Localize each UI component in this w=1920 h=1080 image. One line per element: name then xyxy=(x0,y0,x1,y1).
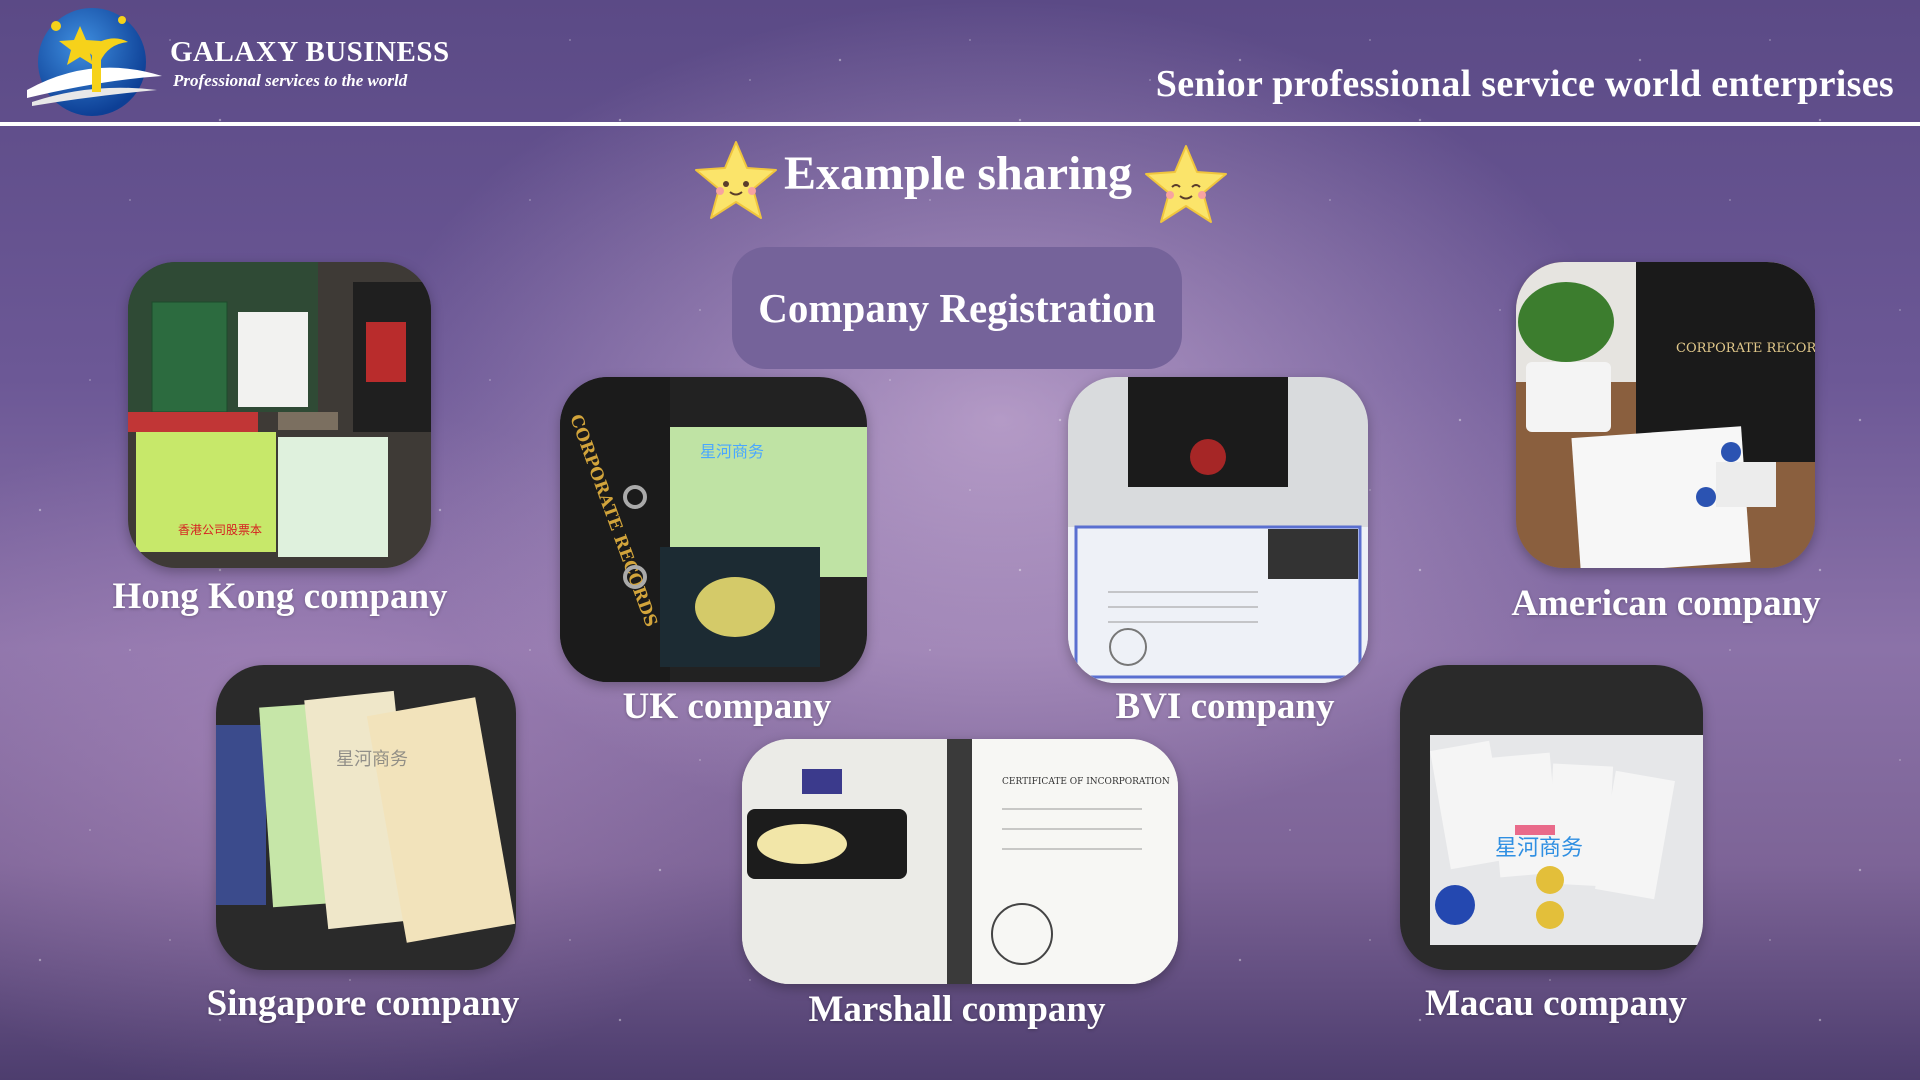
header-slogan: Senior professional service world enterp… xyxy=(1155,63,1894,105)
photo-text: 星河商务 xyxy=(336,749,408,770)
american-company-caption: American company xyxy=(1511,583,1821,624)
macau-company-photo: 星河商务 xyxy=(1400,665,1703,970)
bvi-company-caption: BVI company xyxy=(1115,686,1335,727)
hong-kong-company-photo: 香港公司股票本 xyxy=(128,262,431,568)
singapore-company-caption: Singapore company xyxy=(206,983,520,1024)
photo-text: CORPORATE RECORDS xyxy=(1676,341,1815,356)
uk-company-photo: CORPORATE RECORDS 星河商务 xyxy=(560,377,867,682)
hong-kong-company-caption: Hong Kong company xyxy=(112,576,448,617)
smiling-star-icon xyxy=(1140,140,1232,232)
american-company-photo: CORPORATE RECORDS xyxy=(1516,262,1815,568)
galaxy-logo-icon xyxy=(22,6,167,118)
photo-text: CERTIFICATE OF INCORPORATION xyxy=(1002,777,1170,787)
photo-text: 香港公司股票本 xyxy=(178,523,262,537)
bvi-company-photo xyxy=(1068,377,1368,683)
brand-tagline: Professional services to the world xyxy=(173,71,408,90)
brand-name: GALAXY BUSINESS xyxy=(170,36,450,68)
smiling-star-icon xyxy=(690,136,782,228)
photo-text: 星河商务 xyxy=(1495,836,1583,861)
marshall-company-caption: Marshall company xyxy=(808,989,1106,1030)
category-pill: Company Registration xyxy=(732,247,1182,369)
marshall-company-photo: CERTIFICATE OF INCORPORATION xyxy=(742,739,1178,984)
photo-text: 星河商务 xyxy=(700,442,764,461)
header-divider xyxy=(0,122,1920,126)
singapore-company-photo: 星河商务 xyxy=(216,665,516,970)
section-title: Example sharing xyxy=(784,147,1133,200)
uk-company-caption: UK company xyxy=(622,686,832,727)
macau-company-caption: Macau company xyxy=(1424,983,1688,1024)
